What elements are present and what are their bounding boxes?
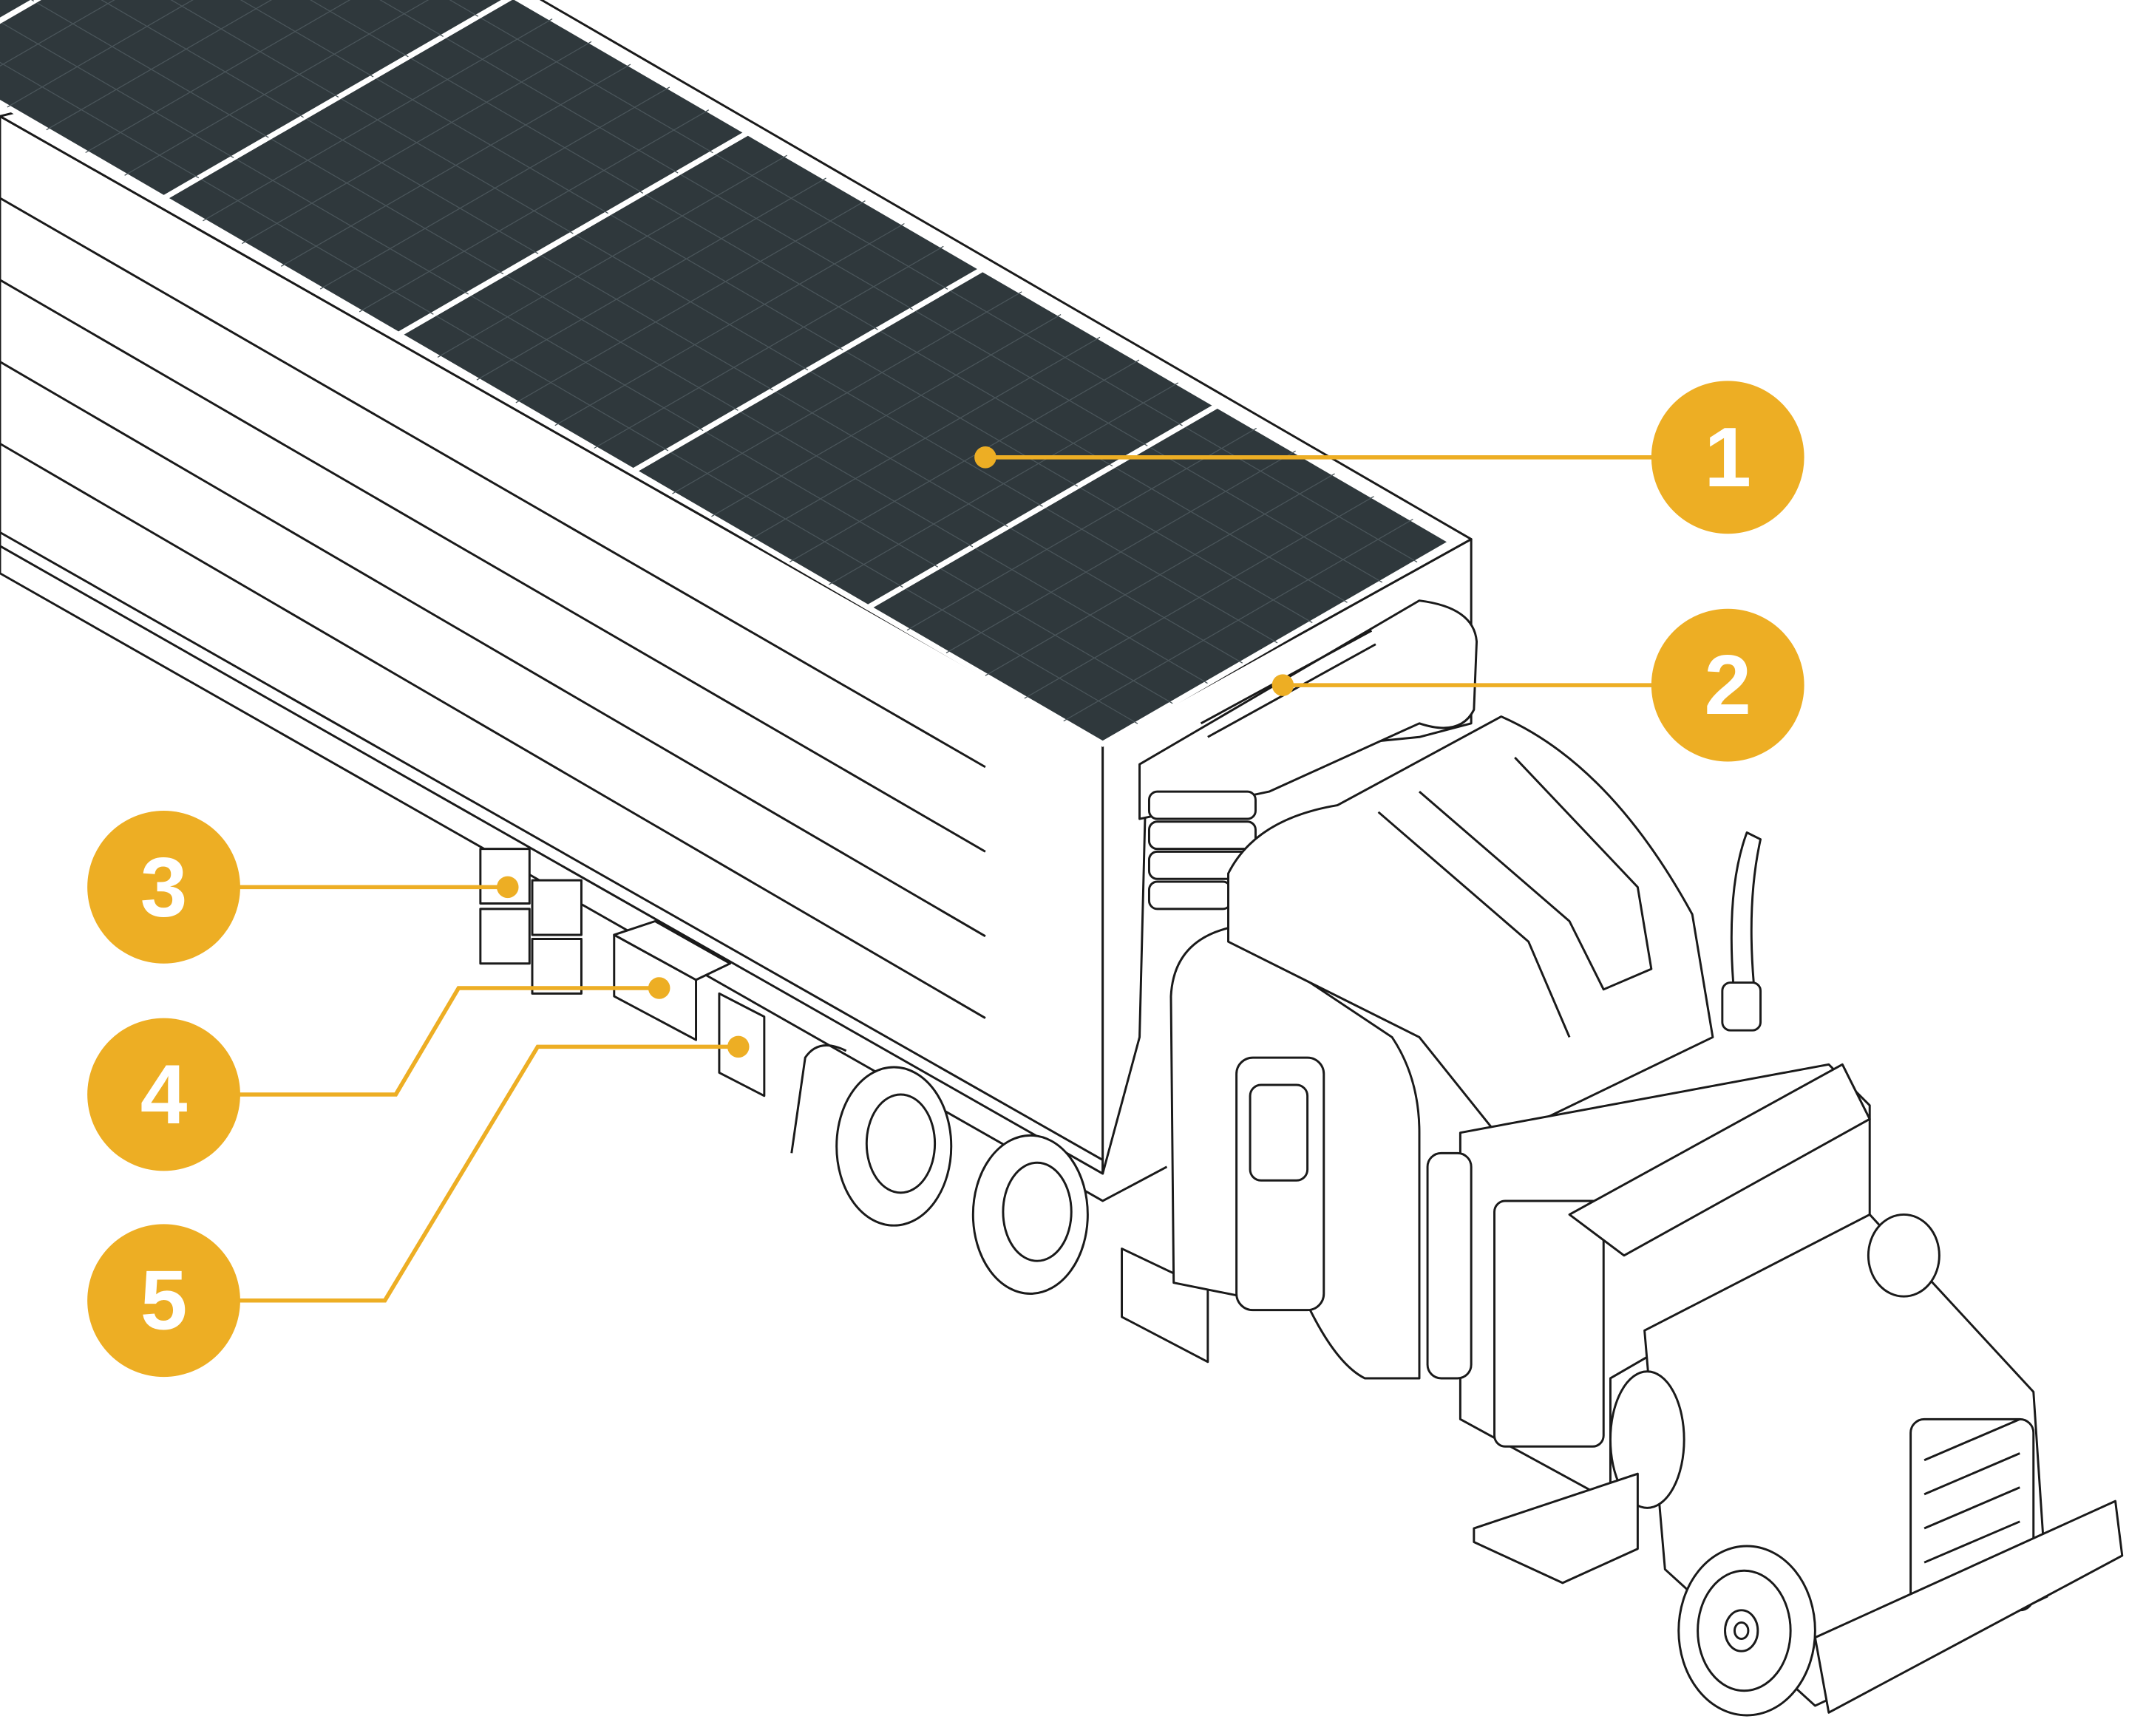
- panel-cell-line: [124, 0, 429, 176]
- panel-cell-line: [85, 0, 351, 154]
- panel-cell-line: [46, 0, 273, 131]
- panel-cell-line: [945, 450, 1296, 653]
- panel-cell-line: [672, 291, 1022, 494]
- callout-badge-2: [1651, 608, 1804, 762]
- solar-panel: [158, 0, 754, 338]
- trailer-wheels: [790, 1044, 1089, 1295]
- panel-cell-line: [437, 154, 787, 358]
- panel-cell-line: [554, 222, 905, 426]
- panel-cell-line: [0, 0, 115, 67]
- panel-cell-line: [515, 200, 866, 404]
- panel-cell-line: [1024, 496, 1374, 699]
- callout-1: 1: [974, 381, 1804, 534]
- callout-badge-1: [1651, 381, 1804, 534]
- panel-cell-line: [359, 109, 710, 313]
- refrigeration-unit: [1138, 599, 1478, 910]
- panel-cell-line: [280, 64, 631, 267]
- callout-3: 3: [87, 810, 519, 964]
- panel-cell-line: [203, 18, 553, 222]
- callout-5: 5: [87, 1035, 750, 1378]
- panel-cell-line: [750, 336, 1101, 540]
- solar-panels: [0, 0, 1458, 747]
- front-wheel: [1677, 1545, 1816, 1717]
- panel-cell-line: [906, 427, 1257, 631]
- callout-badge-5: [87, 1224, 240, 1378]
- panel-cell-line: [319, 86, 670, 290]
- panel-cell-line: [1063, 518, 1413, 722]
- callout-4: 4: [87, 977, 670, 1171]
- panel-cell-line: [985, 473, 1335, 676]
- callout-number: 3: [140, 840, 188, 934]
- panel-cell-line: [789, 359, 1140, 562]
- panel-cell-line: [7, 0, 194, 108]
- callout-number: 4: [140, 1047, 188, 1142]
- callout-badge-4: [87, 1018, 240, 1171]
- panel-cell-line: [711, 314, 1062, 517]
- panel-cell-line: [476, 177, 826, 381]
- panel-cell-line: [242, 41, 592, 245]
- callout-2: 2: [1271, 608, 1804, 762]
- callout-number: 1: [1704, 410, 1751, 505]
- callout-badge-3: [87, 810, 240, 964]
- panel-cell-line: [828, 382, 1179, 585]
- callout-number: 5: [140, 1253, 188, 1348]
- panel-cell-line: [594, 245, 944, 449]
- truck-cab: [1121, 715, 2124, 1714]
- battery-modules: [479, 848, 583, 995]
- solar-panel: [0, 0, 41, 24]
- callout-number: 2: [1704, 638, 1751, 732]
